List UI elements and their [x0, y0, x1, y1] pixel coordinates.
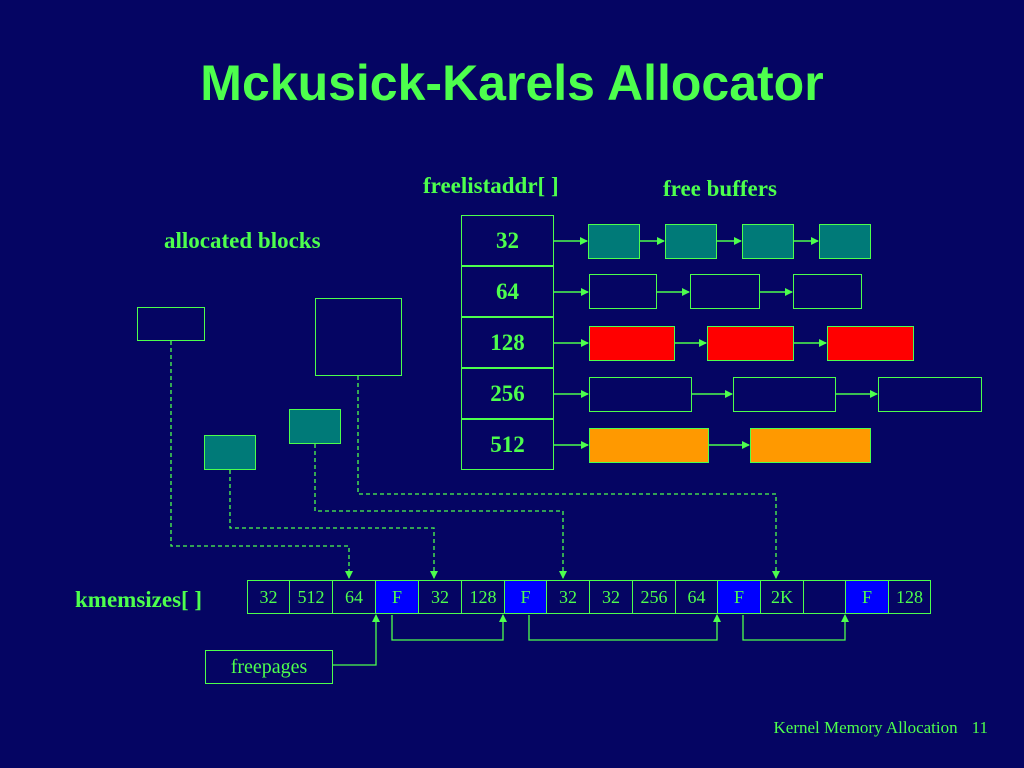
- free-buffer-64: [690, 274, 760, 309]
- free-buffer-256: [878, 377, 982, 412]
- kmemsizes-cell: 128: [888, 580, 931, 614]
- kmemsizes-free-cell: F: [504, 580, 547, 614]
- free-buffer-256: [733, 377, 836, 412]
- freelist-cell-32: 32: [461, 215, 554, 266]
- free-buffer-128: [707, 326, 794, 361]
- page-number: 11: [971, 718, 988, 737]
- free-buffer-32: [665, 224, 717, 259]
- kmemsizes-label: kmemsizes[ ]: [75, 587, 203, 612]
- block-to-page-arrow: [357, 376, 780, 579]
- freepages-arrow: [333, 614, 380, 666]
- free-page-link-arrow: [391, 614, 507, 641]
- kmemsizes-free-cell: F: [375, 580, 419, 614]
- free-buffer-512: [750, 428, 871, 463]
- block-to-page-arrow: [314, 444, 567, 579]
- kmemsizes-free-cell: F: [845, 580, 889, 614]
- free-buffer-32: [588, 224, 640, 259]
- free-buffer-128: [827, 326, 914, 361]
- free-buffer-512: [589, 428, 709, 463]
- free-buffer-64: [589, 274, 657, 309]
- slide-footer: Kernel Memory Allocation 11: [760, 718, 989, 738]
- allocated-blocks-label: allocated blocks: [164, 228, 321, 253]
- freepages-box: freepages: [205, 650, 333, 684]
- free-page-link-arrow: [528, 614, 721, 641]
- freelist-cell-256: 256: [461, 368, 554, 419]
- free-buffer-256: [589, 377, 692, 412]
- freelist-cell-512: 512: [461, 419, 554, 470]
- slide-title: Mckusick-Karels Allocator: [200, 55, 824, 111]
- free-buffer-128: [589, 326, 675, 361]
- free-buffer-32: [819, 224, 871, 259]
- freelistaddr-label: freelistaddr[ ]: [423, 173, 559, 198]
- free-page-link-arrow: [742, 614, 849, 641]
- allocated-block-32: [289, 409, 341, 444]
- block-to-page-arrow: [229, 470, 438, 579]
- free-buffer-64: [793, 274, 862, 309]
- free-buffer-32: [742, 224, 794, 259]
- freelist-cell-128: 128: [461, 317, 554, 368]
- allocated-block-32: [204, 435, 256, 470]
- free-buffers-label: free buffers: [663, 176, 777, 201]
- block-to-page-arrow: [170, 341, 353, 579]
- footer-text: Kernel Memory Allocation: [773, 718, 958, 737]
- allocated-block-64: [137, 307, 205, 341]
- freelist-cell-64: 64: [461, 266, 554, 317]
- allocated-block-2k: [315, 298, 402, 376]
